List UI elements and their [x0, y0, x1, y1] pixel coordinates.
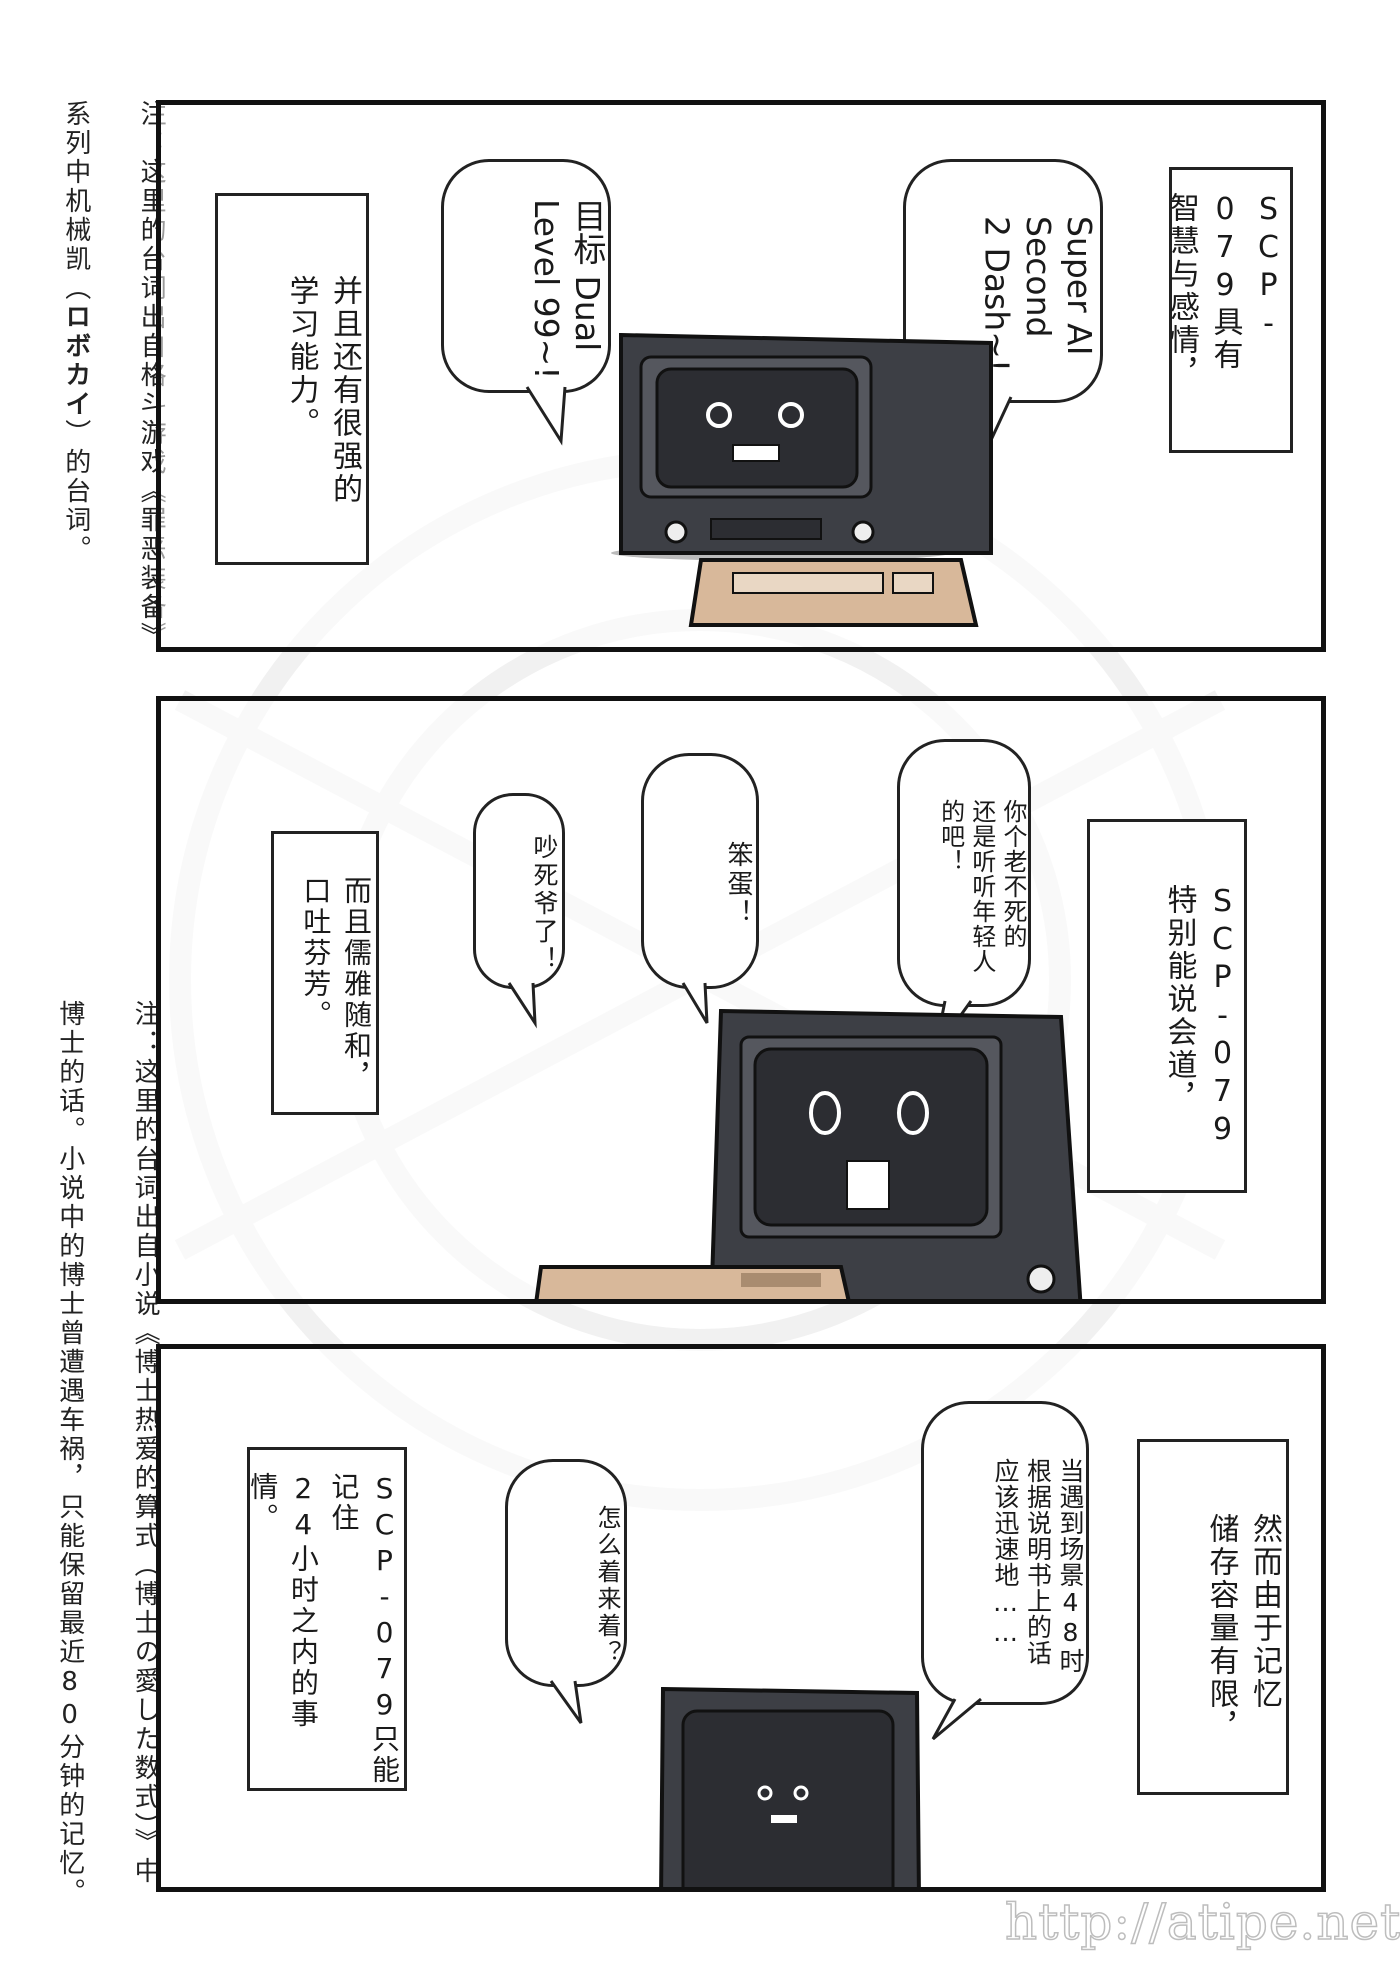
- bubble-tail: [507, 977, 537, 1029]
- caption-box: SCP-079具有 智慧与感情，: [1164, 167, 1293, 453]
- note1-line2a: 系列中机械凯（: [60, 100, 91, 303]
- scp-079-computer: [534, 1008, 1083, 1299]
- caption-box: 然而由于记忆 储存容量有限，: [1137, 1439, 1289, 1795]
- bubble-tail: [681, 977, 709, 1024]
- scp-079-computer: [611, 332, 993, 627]
- caption-box: 而且儒雅随和， 口吐芬芳。: [271, 831, 379, 1115]
- speech-bubble: 目标 Dual Level 99~!: [441, 159, 611, 393]
- caption-box: 并且还有很强的 学习能力。: [215, 193, 369, 565]
- scp-079-computer: [659, 1686, 921, 1887]
- bubble-tail: [549, 1675, 583, 1724]
- speech-bubble: 当遇到场景48时 根据说明书上的话 应该迅速地……: [921, 1401, 1089, 1705]
- caption-box: SCP-079只能记住 24小时之内的事情。: [246, 1447, 407, 1791]
- note1-line2-bold: ロボカイ: [60, 303, 91, 419]
- comic-panel-2: SCP-079 特别能说会道， 你个老不死的 还是听听年轻人 的吧！ 笨蛋！ 吵…: [156, 696, 1326, 1304]
- speech-bubble: Super AI Second 2 Dash~!: [903, 159, 1103, 403]
- comic-panel-1: SCP-079具有 智慧与感情， Super AI Second 2 Dash~…: [156, 100, 1326, 652]
- speech-bubble: 你个老不死的 还是听听年轻人 的吧！: [897, 739, 1031, 1007]
- note1-line2b: ）的台词。: [60, 419, 91, 564]
- speech-bubble: 笨蛋！: [641, 753, 759, 989]
- watermark: http://atipe.net/: [1004, 1892, 1400, 1952]
- side-note-2: 注：这里的台词出自小说《博士热爱的算式（博士の愛した数式）》中 博士的话。小说中…: [50, 1000, 201, 1950]
- speech-bubble: 吵死爷了！: [473, 793, 565, 989]
- caption-box: SCP-079 特别能说会道，: [1087, 819, 1247, 1193]
- bubble-tail: [931, 1693, 982, 1741]
- note2-line1: 注：这里的台词出自小说《博士热爱的算式（博士の愛した数式）》中: [130, 1000, 161, 1886]
- note2-line2: 博士的话。小说中的博士曾遭遇车祸，只能保留最近80分钟的记忆。: [54, 1000, 85, 1907]
- side-note-1: 注：这里的台词出自格斗游戏《罪恶装备》 系列中机械凯（ロボカイ）的台词。: [56, 100, 207, 740]
- comic-panel-3: 然而由于记忆 储存容量有限， 当遇到场景48时 根据说明书上的话 应该迅速地………: [156, 1344, 1326, 1892]
- speech-bubble: 怎么着来着？: [505, 1459, 627, 1687]
- bubble-tail: [525, 381, 567, 446]
